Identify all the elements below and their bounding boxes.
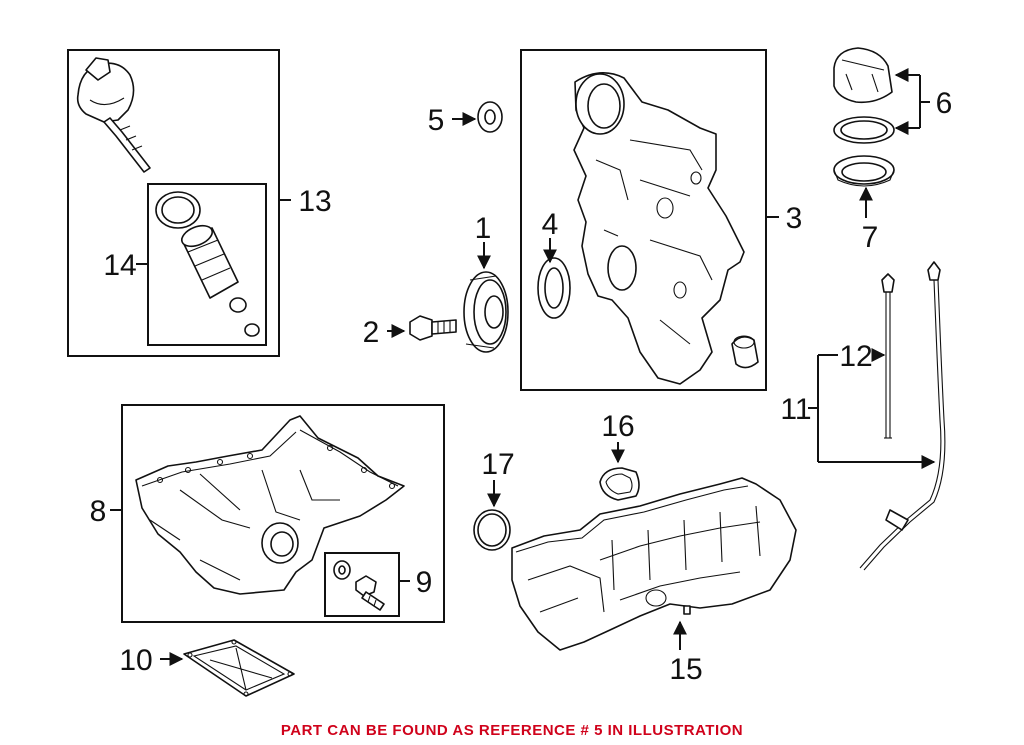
- callout-3: 3: [786, 202, 803, 235]
- pulley-bolt: [409, 315, 457, 341]
- oil-filter-element-kit: [155, 191, 260, 337]
- oil-pan: [135, 415, 405, 595]
- callout-10: 10: [119, 644, 152, 677]
- callout-15: 15: [669, 653, 702, 686]
- callout-1: 1: [475, 212, 492, 245]
- callout-9: 9: [416, 566, 433, 599]
- callout-2: 2: [363, 316, 380, 349]
- small-seal-ring: [477, 101, 503, 133]
- intake-o-ring: [473, 509, 511, 551]
- intake-gasket: [599, 467, 640, 501]
- oil-dipstick: [881, 273, 895, 439]
- oil-pan-box: [121, 404, 445, 623]
- crankshaft-pulley: [463, 271, 509, 353]
- timing-cover-box: [520, 49, 767, 391]
- oil-pan-cover-plate: [183, 639, 295, 697]
- callout-7: 7: [862, 221, 879, 254]
- callout-5: 5: [428, 104, 445, 137]
- oil-filler-cap: [833, 47, 895, 144]
- oil-filter-housing-box: [67, 49, 280, 357]
- filler-neck-seal: [833, 155, 895, 187]
- timing-cover: [573, 72, 745, 385]
- oil-filter-housing-cap: [76, 57, 151, 173]
- callout-6: 6: [936, 87, 953, 120]
- callout-8: 8: [90, 495, 107, 528]
- dipstick-tube: [859, 261, 946, 571]
- callout-4: 4: [542, 208, 559, 241]
- intake-manifold: [511, 477, 797, 651]
- callout-16: 16: [601, 410, 634, 443]
- callout-13: 13: [298, 185, 331, 218]
- drain-plug-box: [324, 552, 400, 617]
- drain-plug-and-washer: [333, 560, 385, 611]
- front-crank-seal: [537, 257, 571, 319]
- reference-note: PART CAN BE FOUND AS REFERENCE # 5 IN IL…: [280, 722, 744, 739]
- rubber-grommet: [731, 335, 759, 369]
- callout-12: 12: [839, 340, 872, 373]
- callout-17: 17: [481, 448, 514, 481]
- callout-14: 14: [103, 249, 136, 282]
- callout-11: 11: [780, 393, 811, 426]
